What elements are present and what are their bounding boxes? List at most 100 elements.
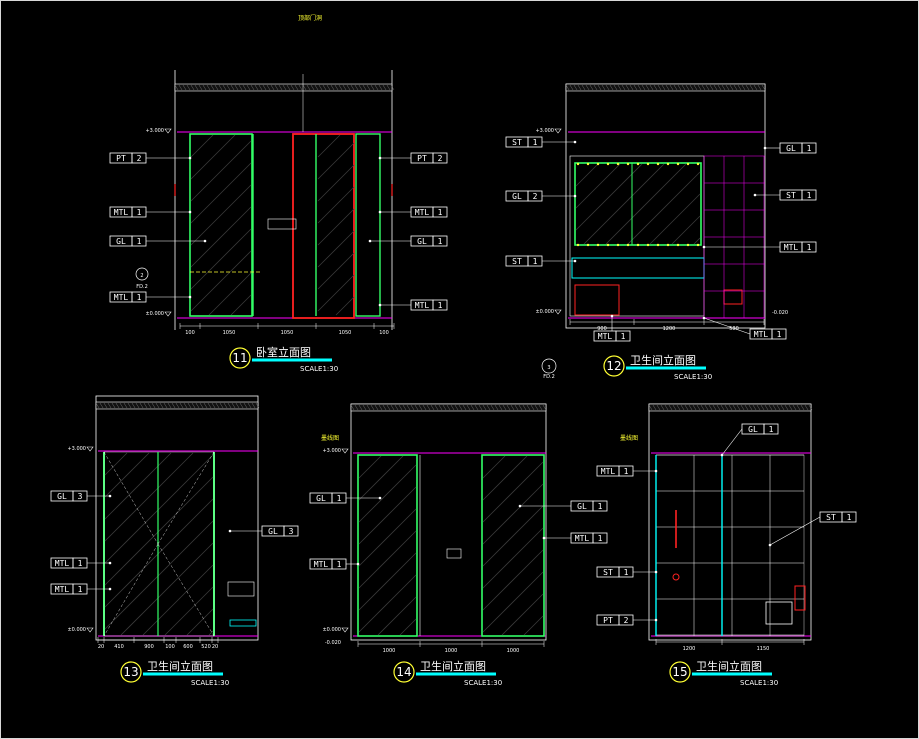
ceiling-hatch [434,404,439,411]
hatch-line [482,461,544,523]
section-number: 2 [140,273,143,279]
ceiling-hatch [358,84,363,91]
glass-hatch [482,455,544,636]
level-triangle [341,448,349,454]
tag-code: MTL [415,208,430,217]
tag-code: ST [786,191,796,200]
tag-code: MTL [114,293,129,302]
tag-code: ST [826,513,836,522]
hatch-line [358,552,417,611]
dim-text: 20 [98,644,104,650]
hatch-line [583,163,665,245]
ceiling-hatch [262,84,267,91]
led-dot [676,243,680,247]
ceiling-hatch [223,402,228,409]
ceiling-hatch [625,84,630,91]
hatch-line [482,549,544,611]
ceiling-hatch [186,84,191,91]
ceiling-hatch [314,84,319,91]
led-dot [596,162,600,166]
ceiling-hatch [569,84,574,91]
ceiling-hatch [390,404,395,411]
scale-text: SCALE1:30 [674,373,712,381]
leader-dot [763,146,767,150]
ceiling-hatch [724,404,729,411]
ceiling-hatch [688,404,693,411]
dim-text: 520 [201,644,211,650]
wall-panel [569,155,705,317]
ceiling-hatch [565,84,570,91]
ceiling-hatch [796,404,801,411]
level-triangle [164,311,172,317]
door-swing [103,451,159,545]
tag-number: 1 [777,330,782,339]
ceiling-hatch [716,404,721,411]
elevation-title-text: 卫生间立面图 [147,659,213,673]
led-dot [656,243,660,247]
ceiling-hatch [756,404,761,411]
level-triangle [554,128,562,134]
ceiling-hatch [692,404,697,411]
tag-code: GL [748,425,758,434]
led-dot [626,162,630,166]
leader-dot [610,314,614,318]
ceiling-hatch [155,402,160,409]
leader-dot [108,587,112,591]
tag-code: PT [116,154,126,163]
leader-dot [378,156,382,160]
ceiling-hatch [621,84,626,91]
ceiling-hatch [286,84,291,91]
ceiling-hatch [147,402,152,409]
ceiling-hatch [676,404,681,411]
ceiling-hatch [712,404,717,411]
dim-text: 1200 [663,326,676,332]
ceiling-hatch [99,402,104,409]
ceiling-hatch [167,402,172,409]
tag-number-box [432,206,448,218]
ceiling-hatch [386,404,391,411]
dim-text: 410 [114,644,124,650]
leader-dot [654,469,658,473]
ceiling-hatch [159,402,164,409]
hatch-line [208,630,214,636]
ceiling-hatch [709,84,714,91]
hatch-line [575,163,599,187]
tag-number-box [432,235,448,247]
hatch-line [208,272,252,316]
leader-dot [108,561,112,565]
dim-text: 900 [144,644,154,650]
section-number: 3 [547,365,550,371]
tag-number: 1 [137,237,142,246]
hatch-line [358,464,417,523]
tag-code: ST [512,257,522,266]
leader-dot [368,239,372,243]
ceiling-hatch [195,402,200,409]
tile-wall [655,454,805,637]
tag-number-box [592,500,608,512]
dim-text: 1000 [445,648,458,654]
ceiling-hatch [406,404,411,411]
hatch-line [190,134,214,158]
ceiling-hatch [243,402,248,409]
level-text: ±0.000 [322,627,341,633]
ceiling-hatch [664,404,669,411]
ceiling-hatch [665,84,670,91]
level-mark: +3.000 [145,128,172,134]
ceiling-hatch [522,404,527,411]
elevation-number: 11 [232,351,247,365]
ceiling-hatch [490,404,495,411]
ceiling-hatch [242,84,247,91]
ceiling-hatch [382,404,387,411]
hatch-line [317,164,355,202]
tag-number: 1 [624,467,629,476]
mirror-frame [574,162,702,246]
scale-text: SCALE1:30 [191,679,229,687]
